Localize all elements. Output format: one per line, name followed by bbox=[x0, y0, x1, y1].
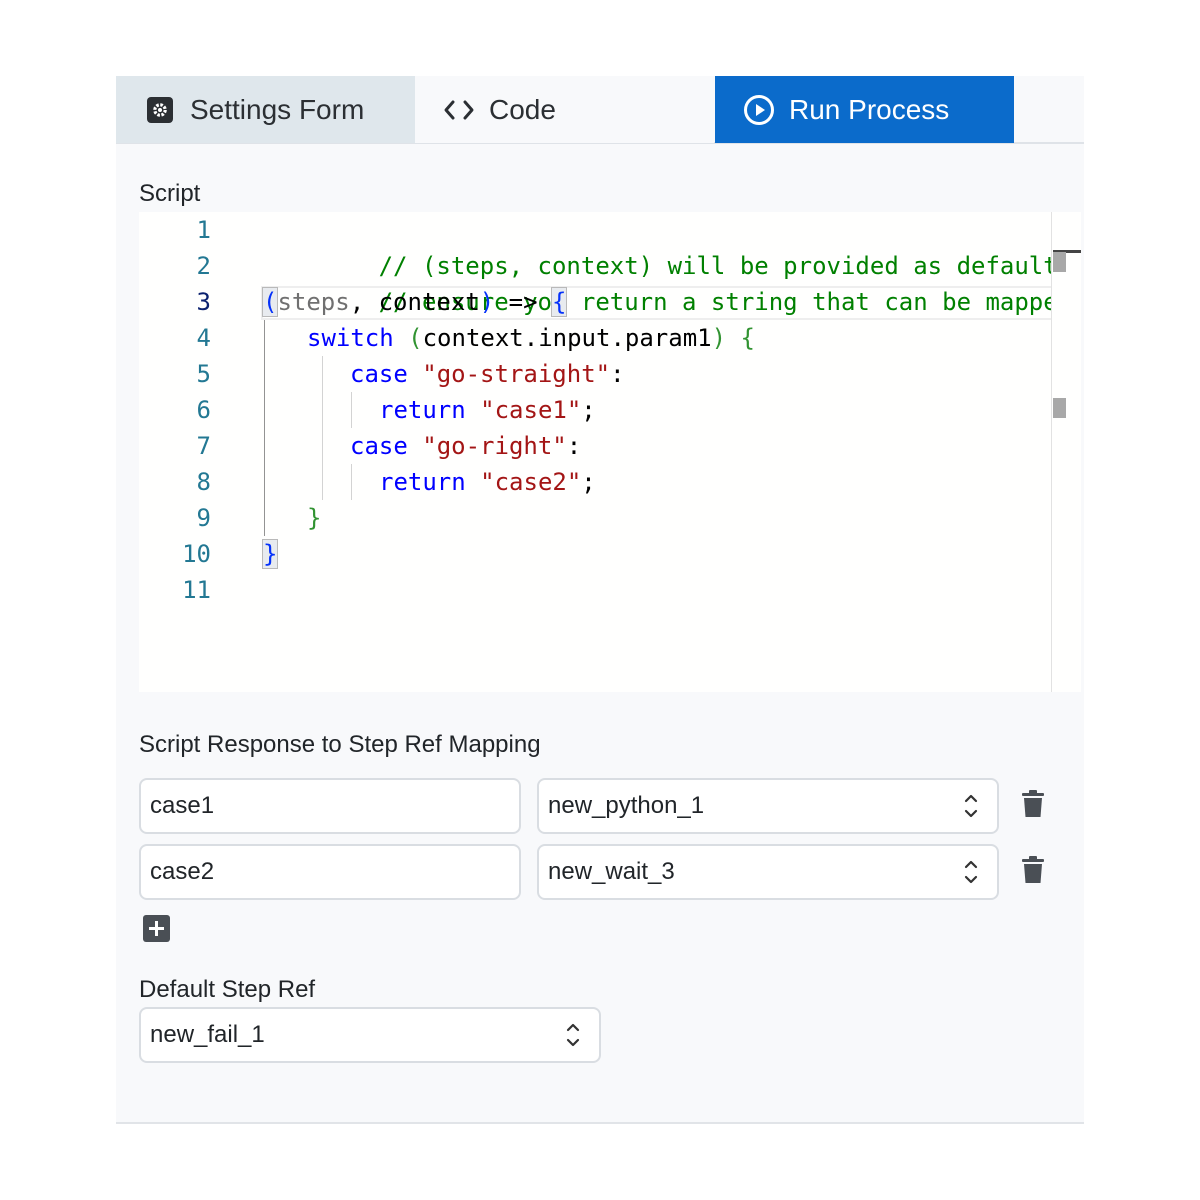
code-text: // (steps, context) will be provided as … bbox=[261, 212, 1081, 692]
default-step-label: Default Step Ref bbox=[139, 976, 316, 1003]
line-number: 8 bbox=[196, 468, 211, 496]
editor-minimap[interactable] bbox=[1051, 212, 1081, 692]
chevron-up-down-icon bbox=[565, 1021, 581, 1049]
line-number: 5 bbox=[196, 360, 211, 388]
plus-square-icon[interactable] bbox=[143, 915, 170, 942]
line-number: 9 bbox=[196, 504, 211, 532]
minimap-slider[interactable] bbox=[1053, 252, 1066, 272]
tab-settings-form[interactable]: Settings Form bbox=[116, 76, 415, 143]
tab-run-process[interactable]: Run Process bbox=[715, 76, 1014, 143]
trash-icon[interactable] bbox=[1022, 856, 1044, 884]
chevron-up-down-icon bbox=[963, 792, 979, 820]
mapping-key-input[interactable]: case1 bbox=[139, 778, 521, 834]
line-number: 4 bbox=[196, 324, 211, 352]
code-line: // (steps, context) will be provided as … bbox=[378, 252, 1081, 280]
default-step-select[interactable]: new_fail_1 bbox=[139, 1007, 601, 1063]
gear-square-icon bbox=[146, 96, 174, 124]
mapping-step-select[interactable]: new_wait_3 bbox=[537, 844, 999, 900]
indent-guide bbox=[351, 392, 352, 428]
line-number: 6 bbox=[196, 396, 211, 424]
chevron-up-down-icon bbox=[963, 858, 979, 886]
code-editor[interactable]: 1 2 3 4 5 6 7 8 9 10 11 // (steps, conte… bbox=[139, 212, 1081, 692]
code-line: case "go-right": bbox=[350, 432, 582, 460]
code-line: // ensure you return a string that can b… bbox=[378, 288, 1073, 316]
code-line: (steps, context) => { bbox=[261, 287, 568, 317]
code-line: switch (context.input.param1) { bbox=[307, 324, 755, 352]
mapping-step-select[interactable]: new_python_1 bbox=[537, 778, 999, 834]
tab-code[interactable]: Code bbox=[415, 76, 714, 143]
indent-guide bbox=[322, 356, 323, 500]
tab-code-label: Code bbox=[489, 93, 556, 125]
line-number: 3 bbox=[196, 288, 211, 316]
line-number: 10 bbox=[182, 540, 211, 568]
code-line: } bbox=[307, 504, 322, 532]
line-number-gutter: 1 2 3 4 5 6 7 8 9 10 11 bbox=[139, 212, 239, 692]
code-brackets-icon bbox=[443, 96, 475, 124]
code-line: return "case2"; bbox=[379, 468, 596, 496]
mapping-key-input[interactable]: case2 bbox=[139, 844, 521, 900]
scroll-marker bbox=[1053, 398, 1066, 418]
settings-panel: Settings Form Code Run Process Script bbox=[116, 76, 1084, 1124]
line-number: 1 bbox=[196, 216, 211, 244]
mapping-label: Script Response to Step Ref Mapping bbox=[139, 731, 541, 758]
play-circle-icon bbox=[743, 94, 775, 126]
line-number: 11 bbox=[182, 576, 211, 604]
line-number: 2 bbox=[196, 252, 211, 280]
indent-guide bbox=[351, 464, 352, 500]
indent-guide bbox=[264, 320, 265, 536]
tab-bar: Settings Form Code Run Process bbox=[116, 76, 1084, 144]
tab-run-label: Run Process bbox=[789, 93, 950, 125]
trash-icon[interactable] bbox=[1022, 790, 1044, 818]
current-line-highlight bbox=[261, 286, 1081, 320]
line-number: 7 bbox=[196, 432, 211, 460]
code-line: return "case1"; bbox=[379, 396, 596, 424]
script-label: Script bbox=[139, 180, 201, 207]
code-line: } bbox=[261, 539, 279, 569]
code-line: case "go-straight": bbox=[350, 360, 625, 388]
tab-settings-label: Settings Form bbox=[190, 93, 365, 125]
